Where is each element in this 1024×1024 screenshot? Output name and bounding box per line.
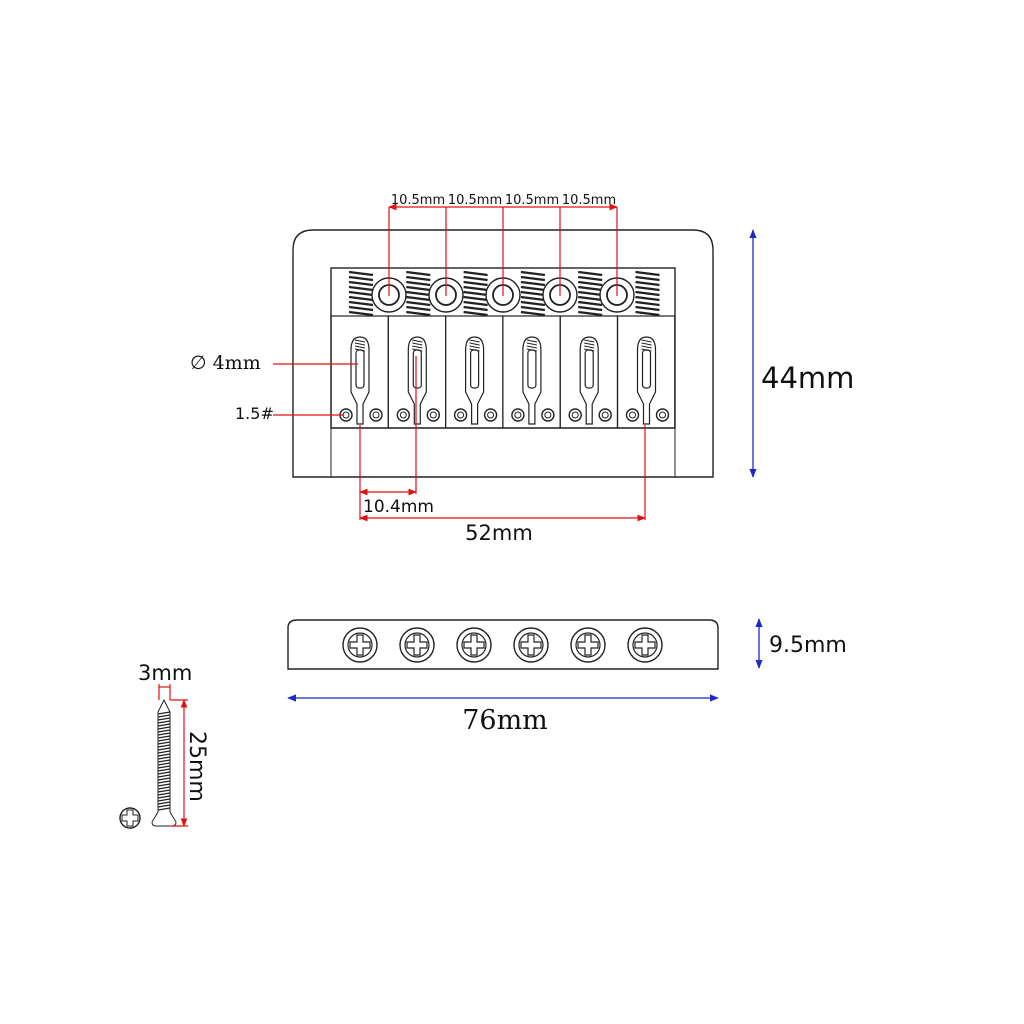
side-height-dimension: 9.5mm [755, 618, 847, 669]
side-profile-outline [287, 619, 719, 670]
saddle [445, 315, 504, 429]
height-screw [541, 408, 555, 422]
side-screw-head-icon [627, 627, 663, 663]
screw-size-label: 1.5# [235, 404, 274, 423]
height-screw [625, 408, 640, 422]
phillips-screw-head-icon [119, 807, 141, 829]
string-spread-dimension: 52mm [359, 425, 646, 545]
height-screw [453, 408, 468, 422]
height-screw [655, 408, 670, 422]
side-screw-head-icon [570, 627, 606, 663]
saddle [559, 315, 619, 429]
side-width-dimension: 76mm [287, 694, 719, 736]
screw-diameter-label: 3mm [138, 661, 192, 685]
spring-coil [406, 270, 431, 317]
hole-diameter-callout: ∅ 4mm [190, 352, 358, 374]
screw-body [151, 698, 177, 827]
height-screw [483, 408, 498, 422]
adjust-spacing-label: 10.4mm [363, 497, 434, 517]
mounting-screw: 3mm 25mm [119, 661, 209, 829]
hole-diameter-label: ∅ 4mm [190, 352, 261, 374]
side-screw-head-icon [456, 627, 492, 663]
height-label: 44mm [761, 361, 854, 395]
intonation-springs [348, 270, 660, 317]
spacing-label-1: 10.5mm [391, 193, 445, 208]
saddles [330, 315, 676, 429]
side-screw-heads [342, 627, 663, 663]
side-screw-head-icon [513, 627, 549, 663]
spacing-label-2: 10.5mm [448, 193, 502, 208]
side-screw-head-icon [342, 627, 378, 663]
height-screw [511, 408, 525, 422]
saddle [330, 315, 389, 429]
base-plate-outline [292, 229, 714, 478]
side-screw-head-icon [399, 627, 435, 663]
height-screw [568, 408, 582, 422]
saddle-spacing-dimension: 10.5mm 10.5mm 10.5mm 10.5mm [388, 193, 618, 296]
height-screw [369, 408, 383, 422]
saddle [387, 315, 447, 429]
spacing-label-3: 10.5mm [505, 193, 559, 208]
spring-coil [578, 270, 603, 317]
height-screw [426, 408, 440, 422]
spring-coil [635, 270, 660, 317]
adjust-spacing-dimension: 10.4mm [359, 356, 434, 520]
height-dimension: 44mm [749, 229, 854, 478]
height-screw [396, 408, 410, 422]
spring-coil [520, 270, 546, 317]
screw-size-callout: 1.5# [235, 404, 344, 423]
saddle [502, 315, 561, 429]
spacing-label-4: 10.5mm [562, 193, 616, 208]
height-screw [598, 408, 612, 422]
side-height-label: 9.5mm [769, 633, 847, 658]
side-width-label: 76mm [462, 705, 548, 736]
saddle [616, 315, 676, 429]
bridge-side-view [287, 619, 719, 670]
spring-coil [463, 270, 488, 317]
screw-length-label: 25mm [184, 731, 209, 802]
spring-coil [348, 270, 374, 317]
string-spread-label: 52mm [465, 521, 533, 545]
